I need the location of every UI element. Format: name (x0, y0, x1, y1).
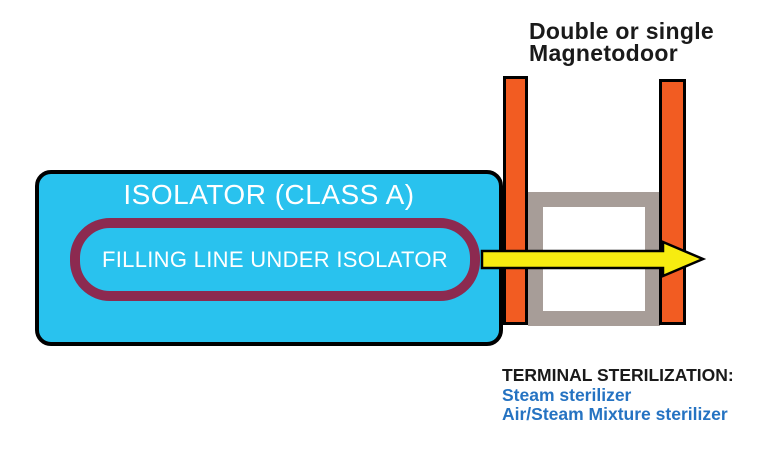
terminal-item-air-steam-mixture-sterilizer: Air/Steam Mixture sterilizer (502, 404, 728, 424)
isolator-box: ISOLATOR (CLASS A) FILLING LINE UNDER IS… (35, 170, 503, 346)
isolator-title: ISOLATOR (CLASS A) (123, 179, 415, 210)
filling-line-outline: FILLING LINE UNDER ISOLATOR (70, 218, 480, 301)
filling-line-label: FILLING LINE UNDER ISOLATOR (102, 246, 448, 272)
magnetodoor-label: Double or single Magnetodoor (529, 18, 714, 66)
terminal-item-steam-sterilizer: Steam sterilizer (502, 384, 632, 405)
magnetodoor-right-bar (659, 79, 686, 325)
terminal-sterilization-heading: TERMINAL STERILIZATION: (502, 365, 734, 385)
magnetodoor-label-line1: Double or single (529, 18, 714, 44)
magnetodoor-left-bar (503, 76, 528, 325)
arrow-right-icon (480, 240, 707, 278)
magnetodoor-label-line2: Magnetodoor (529, 40, 678, 66)
terminal-sterilization-block: TERMINAL STERILIZATION: Steam sterilizer… (502, 365, 734, 425)
